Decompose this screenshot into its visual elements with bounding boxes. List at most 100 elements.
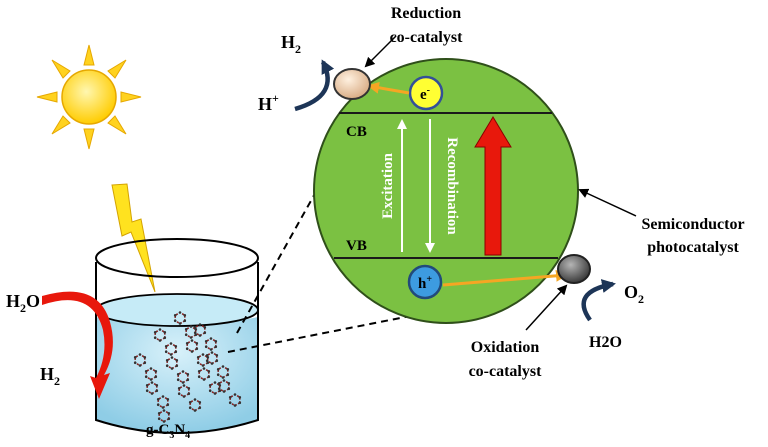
lattice-atom [196, 356, 200, 359]
lattice-atom [195, 342, 199, 345]
lattice-atom [238, 401, 242, 405]
lattice-atom [209, 348, 213, 351]
lattice-atom [144, 370, 148, 373]
lattice-atom [164, 350, 168, 354]
lattice-atom [150, 381, 154, 384]
lattice-atom [174, 350, 178, 354]
projection-line-top [236, 180, 323, 334]
lattice-atom [228, 396, 232, 399]
red-energy-arrow [474, 116, 512, 256]
lattice-atom [201, 353, 205, 356]
lattice-atom [193, 409, 197, 412]
lattice-atom [233, 393, 237, 396]
lattice-atom [169, 342, 173, 345]
lattice-atom [161, 406, 165, 409]
lattice-atom [209, 337, 213, 340]
reduction-label-line1: Reduction [391, 5, 461, 22]
lattice-atom [214, 345, 218, 349]
lattice-atom [157, 417, 161, 421]
lattice-atom [182, 395, 186, 398]
lattice-atom [204, 340, 208, 343]
lattice-atom [238, 396, 242, 399]
lattice-atom [165, 359, 169, 362]
lattice-atom [144, 375, 148, 379]
lattice-atom [198, 401, 202, 404]
oxidation-pointer-arrow [525, 284, 568, 331]
gcn-label: g-C3N4 [146, 422, 190, 441]
lattice-atom [145, 389, 149, 393]
lattice-atom [216, 373, 220, 377]
lattice-atom [213, 392, 217, 395]
lattice-atom [187, 387, 191, 390]
lattice-atom [194, 333, 198, 337]
lattice-atom [221, 365, 225, 368]
lattice-atom [177, 387, 181, 390]
lattice-atom [162, 420, 166, 423]
lattice-atom [194, 328, 198, 331]
lattice-atom [198, 323, 202, 326]
lattice-atom [195, 347, 199, 351]
lattice-atom [183, 314, 187, 317]
lattice-atom [170, 356, 174, 359]
lattice-atom [133, 361, 137, 365]
lattice-atom [138, 353, 142, 356]
lattice-atom [181, 370, 185, 373]
lattice-atom [164, 345, 168, 348]
lattice-atom [189, 325, 193, 328]
g-c3n4-lattice-icon [133, 311, 242, 423]
lattice-atom [202, 378, 206, 381]
lattice-atom [217, 387, 221, 391]
electron-label: e- [420, 85, 430, 103]
lattice-atom [175, 364, 179, 368]
lattice-atom [193, 331, 197, 335]
lattice-atom [222, 390, 226, 393]
lattice-atom [213, 381, 217, 384]
lattice-atom [155, 384, 159, 387]
lattice-atom [153, 336, 157, 340]
lattice-atom [207, 375, 211, 379]
lattice-atom [149, 378, 153, 381]
lattice-atom [158, 328, 162, 331]
lattice-atom [217, 382, 221, 385]
lattice-atom [166, 398, 170, 401]
lattice-atom [163, 336, 167, 340]
lattice-atom [161, 395, 165, 398]
excitation-label: Excitation [380, 152, 396, 218]
o2-label: O2 [624, 282, 644, 306]
lattice-atom [154, 370, 158, 373]
lattice-atom [185, 342, 189, 345]
lattice-atom [143, 356, 147, 359]
lattice-atom [167, 417, 171, 421]
lattice-atom [227, 382, 231, 385]
semiconductor-label-line2: photocatalyst [647, 239, 739, 256]
beaker [95, 238, 259, 434]
lattice-atom [197, 375, 201, 379]
lattice-atom [186, 378, 190, 382]
lattice-atom [173, 314, 177, 317]
lattice-atom [181, 381, 185, 384]
lattice-atom [188, 406, 192, 410]
lattice-atom [176, 378, 180, 382]
vb-label: VB [346, 238, 367, 254]
lattice-atom [173, 319, 177, 323]
lattice-atom [198, 406, 202, 410]
lattice-atom [175, 359, 179, 362]
lattice-atom [216, 368, 220, 371]
water-to-hydrogen-arrow [42, 291, 113, 399]
hole-circle [407, 264, 443, 300]
lattice-atom [208, 389, 212, 393]
h2o-left-label: H2O [6, 291, 40, 315]
lattice-atom [208, 384, 212, 387]
lattice-atom [138, 364, 142, 367]
h2-top-label: H2 [281, 32, 301, 56]
lattice-atom [166, 403, 170, 407]
lattice-atom [207, 370, 211, 373]
lattice-atom [177, 392, 181, 396]
lattice-atom [202, 367, 206, 370]
sun-icon [36, 44, 142, 150]
lattice-atom [193, 398, 197, 401]
lattice-atom [218, 389, 222, 393]
reduction-cocatalyst-particle [333, 68, 371, 100]
